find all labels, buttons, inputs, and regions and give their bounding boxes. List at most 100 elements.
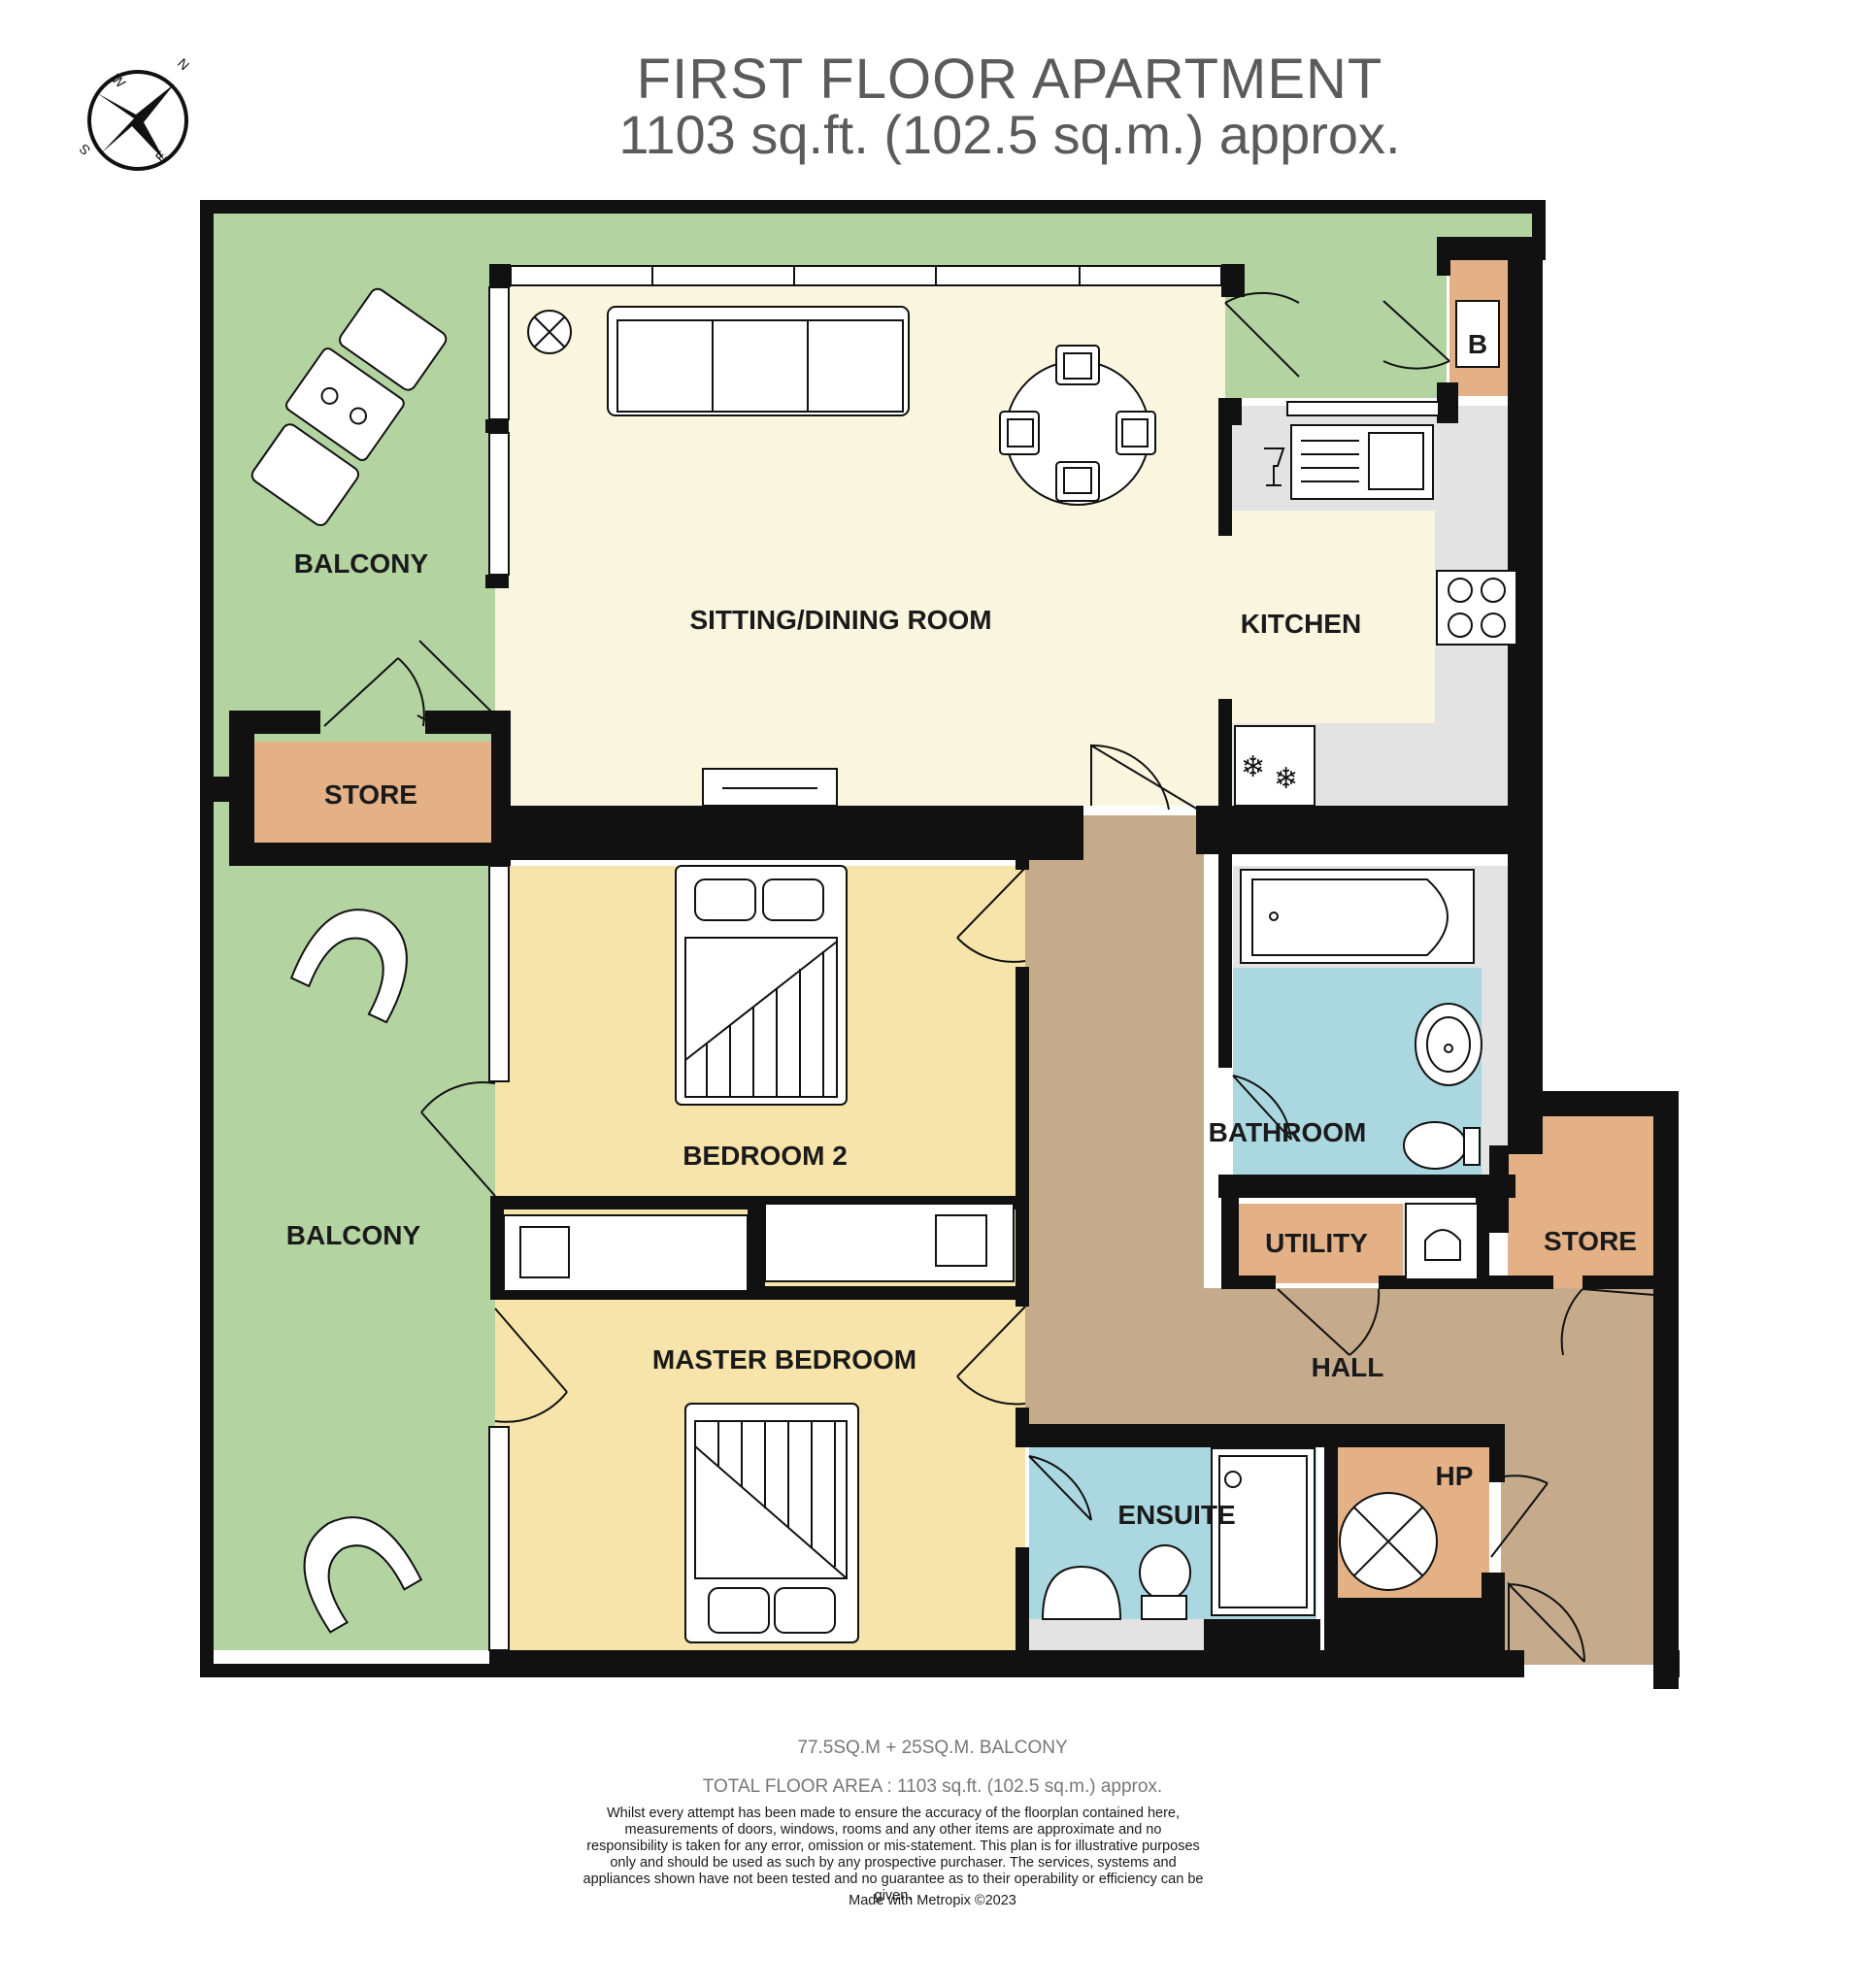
hp-wall-bottom: [1324, 1598, 1505, 1652]
hp-wall-left: [1324, 1424, 1338, 1652]
window-left-upper: [488, 286, 510, 420]
bottom-wall: [489, 1650, 1524, 1677]
bottom-wall-right-post: [1656, 1650, 1680, 1677]
store-wall-stub: [200, 777, 229, 802]
ensuite-wall-top: [1016, 1424, 1491, 1447]
store-right-wall-right: [1653, 1091, 1679, 1299]
window-master: [488, 1426, 510, 1651]
balcony-chair-upper-icon: [289, 909, 408, 1024]
outer-wall-right-lower: [1653, 1281, 1679, 1689]
walls: [200, 200, 1680, 1689]
label-bathroom: BATHROOM: [1209, 1117, 1367, 1147]
compass-n: N: [175, 55, 192, 73]
compass-e: E: [152, 148, 170, 165]
window-bedroom2: [488, 865, 510, 1082]
ensuite-toilet-icon: [1139, 1544, 1191, 1620]
window-kitchen: [1286, 401, 1440, 416]
bed2-icon: [675, 865, 848, 1106]
door-store-right: [1560, 1288, 1655, 1356]
label-store-right: STORE: [1544, 1226, 1637, 1256]
kitchen-sink-icon: [1290, 424, 1434, 500]
boiler-icon: [1455, 300, 1500, 368]
utility-wall-mid: [1476, 1186, 1489, 1283]
label-hp: HP: [1436, 1461, 1474, 1491]
outer-wall-top: [200, 200, 1542, 214]
door-sitting-balcony: [416, 640, 496, 728]
window-top: [510, 265, 1222, 286]
boiler-wall-left: [1437, 237, 1450, 276]
central-wall-left: [491, 806, 1083, 860]
door-master-balcony: [494, 1308, 568, 1423]
label-boiler: B: [1468, 329, 1487, 359]
area-breakdown: 77.5SQ.M + 25SQ.M. BALCONY: [797, 1738, 1068, 1758]
dining-table-icon: [999, 345, 1156, 506]
ensuite-shower-wall: [1204, 1619, 1320, 1652]
store-left-area: [254, 742, 491, 843]
furniture: ❄ ❄: [250, 287, 1517, 1643]
door-balcony-main: [1224, 291, 1300, 378]
label-utility: UTILITY: [1265, 1228, 1368, 1258]
door-sitting-hall: [1090, 744, 1199, 811]
label-kitchen: KITCHEN: [1241, 609, 1361, 639]
ceiling-light-icon: [527, 310, 572, 354]
ensuite-basin-icon: [1041, 1565, 1122, 1620]
basin-icon: [1415, 1003, 1482, 1086]
store-wall-left: [229, 711, 254, 860]
store-right-wall-top: [1508, 1091, 1679, 1116]
compass-s: S: [76, 141, 93, 158]
wardrobe-left-icon: [503, 1214, 749, 1292]
label-hall: HALL: [1312, 1352, 1384, 1382]
window-post-2: [1221, 264, 1245, 297]
disclaimer-text: Whilst every attempt has been made to en…: [583, 1806, 1204, 1904]
kitchen-wall-left-upper: [1218, 408, 1232, 536]
compass-rose-icon: N E S W: [76, 55, 192, 171]
master-wall-right-top: [1016, 1297, 1029, 1307]
room-labels: BALCONY SITTING/DINING ROOM KITCHEN STOR…: [286, 329, 1637, 1530]
wardrobe-right-icon: [764, 1203, 1015, 1282]
kitchen-wall-left-lower: [1218, 699, 1232, 810]
label-master-bedroom: MASTER BEDROOM: [652, 1344, 916, 1375]
utility-area: [1238, 1204, 1403, 1283]
window-post-4: [485, 575, 509, 588]
credit-text: Made with Metropix ©2023: [849, 1893, 1016, 1908]
bathtub-icon: [1240, 869, 1475, 964]
label-balcony-bottom: BALCONY: [286, 1220, 421, 1250]
wine-glass-icon: [1264, 447, 1285, 486]
svg-text:❄: ❄: [1274, 763, 1298, 795]
door-front: [1508, 1581, 1585, 1663]
label-ensuite: ENSUITE: [1117, 1500, 1235, 1530]
bedroom2-wall-right: [1016, 967, 1029, 1297]
heat-pump-icon: [1339, 1492, 1438, 1591]
label-sitting-dining: SITTING/DINING ROOM: [689, 605, 991, 635]
label-balcony-top: BALCONY: [294, 548, 429, 579]
utility-wall-left: [1221, 1186, 1239, 1287]
svg-text:❄: ❄: [1241, 751, 1265, 783]
door-bedroom2: [956, 867, 1026, 963]
balcony-table-chairs-icon: [250, 287, 448, 527]
hp-wall-right: [1489, 1424, 1505, 1482]
doors: [323, 291, 1655, 1663]
window-left-mid: [488, 432, 510, 576]
door-boiler: [1382, 300, 1450, 370]
master-wall-right-bottom: [1016, 1547, 1029, 1654]
door-utility: [1277, 1288, 1381, 1356]
shower-icon: [1211, 1447, 1315, 1616]
toilet-icon: [1403, 1121, 1481, 1170]
utility-wall-bottom-left: [1221, 1276, 1276, 1289]
boiler-wall-right: [1508, 237, 1543, 1154]
bathroom-wall-left: [1218, 854, 1232, 1068]
door-ensuite: [1028, 1455, 1092, 1521]
master-bed-icon: [684, 1403, 859, 1643]
door-master-hall: [956, 1306, 1026, 1406]
outer-wall-bottom-left: [200, 1664, 501, 1677]
door-store-left: [323, 657, 425, 727]
wardrobe-divider: [748, 1204, 765, 1293]
boiler-wall-bottom: [1437, 382, 1458, 423]
plan-title: FIRST FLOOR APARTMENT: [636, 48, 1383, 111]
bathroom-wall-bottom: [1218, 1175, 1515, 1198]
bedroom2-wall-right-top: [1016, 860, 1029, 870]
central-wall-right: [1196, 806, 1516, 854]
washing-machine-icon: [1405, 1203, 1479, 1280]
windows: [488, 265, 1440, 1651]
outer-wall-left: [200, 200, 214, 1677]
